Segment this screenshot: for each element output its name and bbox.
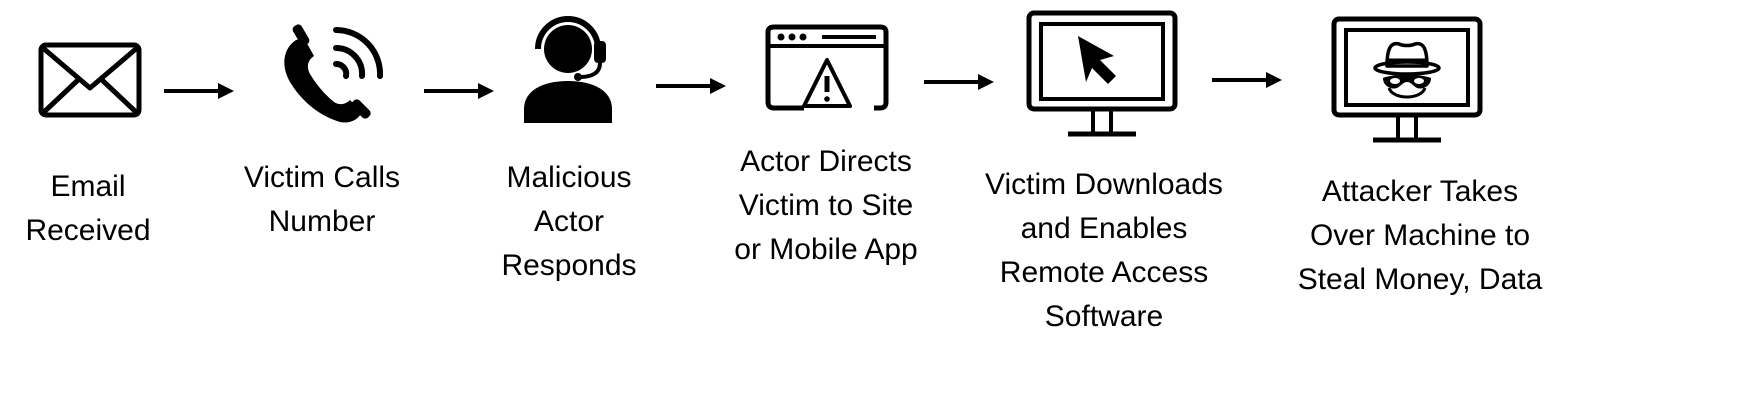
label-line: Remote Access — [999, 256, 1209, 289]
label-victim-downloads: Victim Downloads and Enables Remote Acce… — [954, 163, 1254, 339]
monitor-spy-icon — [1331, 16, 1483, 143]
label-email-received: Email Received — [0, 165, 238, 253]
arrow-2 — [424, 83, 494, 99]
label-line: Responds — [501, 249, 637, 282]
arrow-5 — [1212, 72, 1282, 88]
label-victim-calls-number: Victim Calls Number — [172, 156, 472, 244]
arrow-3 — [656, 78, 726, 94]
label-line: Victim Calls — [243, 161, 401, 194]
label-line: and Enables — [1020, 212, 1188, 245]
arrow-4 — [924, 74, 994, 90]
monitor-cursor-icon — [1026, 10, 1178, 137]
envelope-icon — [38, 42, 142, 118]
label-line: Victim Downloads — [985, 168, 1223, 201]
label-line: Malicious — [506, 161, 632, 194]
label-line: Actor Directs — [740, 145, 912, 178]
label-line: Over Machine to — [1309, 219, 1531, 252]
headset-agent-icon — [524, 16, 612, 123]
phone-call-icon — [284, 24, 384, 123]
browser-warning-icon — [765, 24, 889, 111]
label-line: or Mobile App — [734, 233, 918, 266]
label-line: Steal Money, Data — [1297, 263, 1543, 296]
label-attacker-takes-over: Attacker Takes Over Machine to Steal Mon… — [1270, 170, 1570, 302]
label-line: Received — [25, 214, 151, 247]
label-line: Actor — [533, 205, 605, 238]
label-line: Attacker Takes — [1321, 175, 1519, 208]
label-line: Software — [1044, 300, 1164, 333]
label-line: Number — [268, 205, 376, 238]
label-malicious-actor-responds: Malicious Actor Responds — [419, 156, 719, 288]
arrow-1 — [164, 83, 234, 99]
label-line: Victim to Site — [738, 189, 914, 222]
spy-hat-icon — [1373, 41, 1441, 99]
label-actor-directs-victim: Actor Directs Victim to Site or Mobile A… — [676, 140, 976, 272]
label-line: Email — [50, 170, 126, 203]
